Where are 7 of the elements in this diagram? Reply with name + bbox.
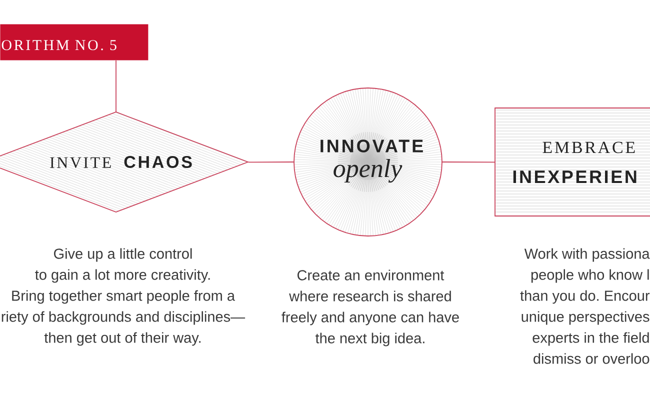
striped-box: EMBRACE INEXPERIEN [494, 108, 650, 216]
connector-line [248, 162, 294, 163]
description-text: Work with passiona people who know l than you do. Encour unique perspectives experts in the field dismiss or overloo [520, 248, 650, 364]
title-banner: ORITHM NO. 5 [0, 24, 148, 60]
connector-line [442, 162, 496, 163]
description-text: Create an environment where research is shared freely and anyone can have the next big idea. [282, 270, 459, 346]
description-text: Give up a little control to gain a lot more creativity. Bring together smart people from a riety of backgrounds and disciplines— then get out of their way. [2, 248, 246, 346]
